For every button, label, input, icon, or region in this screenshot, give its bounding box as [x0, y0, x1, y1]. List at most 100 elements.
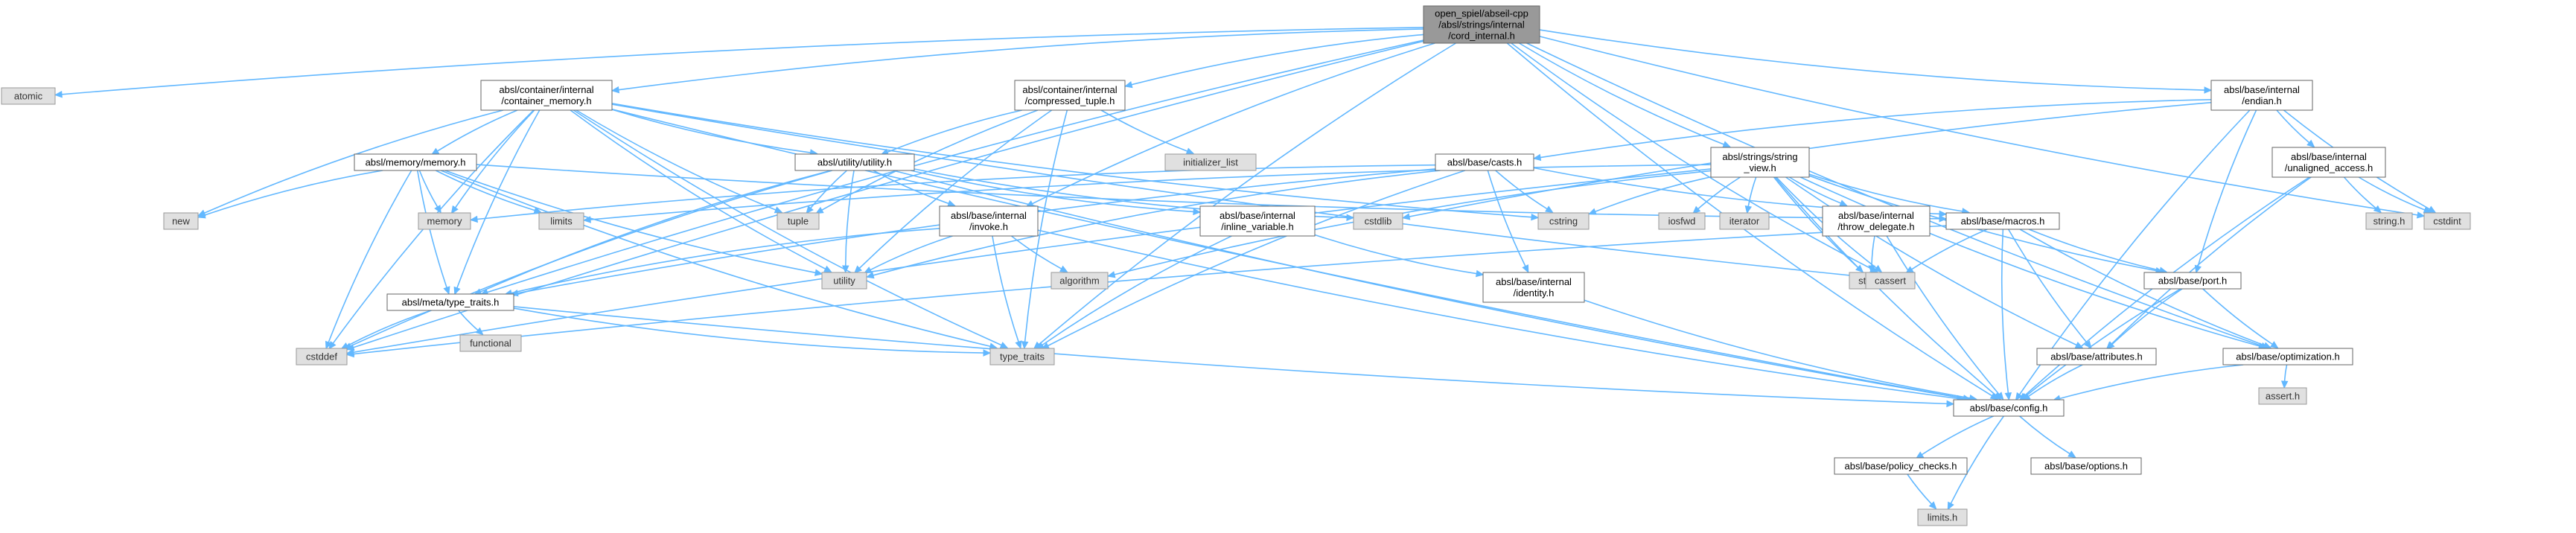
node-endian[interactable]: absl/base/internal/endian.h: [2210, 80, 2313, 111]
node-invoke[interactable]: absl/base/internal/invoke.h: [939, 205, 1039, 237]
edge-inline_variable-to-type_traits: [1036, 235, 1232, 350]
node-type-traits-h[interactable]: absl/meta/type_traits.h: [386, 293, 514, 311]
node-container-memory[interactable]: absl/container/internal/container_memory…: [480, 80, 613, 111]
node-label: type_traits: [1000, 351, 1045, 363]
node-label: string.h: [2373, 216, 2406, 227]
edge-port-to-config: [2020, 288, 2181, 401]
edge-macros-to-cstddef: [345, 225, 1947, 358]
node-label: absl/base/policy_checks.h: [1844, 461, 1957, 472]
node-label: absl/base/internal: [951, 210, 1027, 221]
node-label: cstddef: [306, 351, 337, 363]
edge-memory_h-to-type_traits_h: [416, 170, 450, 295]
edge-throw_delegate-to-config: [1886, 235, 2004, 400]
node-iosfwd: iosfwd: [1658, 212, 1706, 230]
edge-container_memory-to-memory_h: [430, 109, 518, 156]
edge-memory_h-to-type_traits: [441, 170, 998, 350]
node-label: absl/base/macros.h: [1961, 216, 2045, 227]
node-inline-variable[interactable]: absl/base/internal/inline_variable.h: [1199, 205, 1316, 237]
edge-root-to-invoke: [1025, 42, 1435, 208]
node-config[interactable]: absl/base/config.h: [1953, 399, 2065, 417]
node-limits: limits: [538, 212, 584, 230]
node-port[interactable]: absl/base/port.h: [2143, 272, 2242, 290]
node-macros[interactable]: absl/base/macros.h: [1945, 212, 2060, 230]
node-label: absl/base/internal: [1838, 210, 1914, 221]
edge-root-to-atomic: [54, 27, 1424, 98]
node-label: tuple: [788, 216, 809, 227]
edge-compressed_tuple-to-tuple: [815, 109, 1039, 214]
node-label: absl/base/attributes.h: [2050, 351, 2143, 363]
edge-string_view-to-iosfwd: [1692, 176, 1741, 214]
node-label: utility: [833, 275, 855, 287]
edge-policy_checks-to-limits_h: [1907, 473, 1937, 510]
edge-container_memory-to-memory: [450, 109, 535, 214]
node-throw-delegate[interactable]: absl/base/internal/throw_delegate.h: [1822, 205, 1931, 237]
edge-string_view-to-attributes: [1785, 176, 2084, 348]
node-unaligned-access[interactable]: absl/base/internal/unaligned_access.h: [2271, 147, 2386, 178]
edge-root-to-cassert: [1511, 42, 1878, 272]
node-optimization[interactable]: absl/base/optimization.h: [2222, 348, 2353, 366]
edge-throw_delegate-to-string: [1868, 235, 1875, 274]
node-tuple: tuple: [777, 212, 820, 230]
edge-macros-to-config: [2000, 229, 2012, 401]
edge-utility_h-to-invoke: [873, 170, 956, 207]
edge-port-to-attributes: [2106, 288, 2183, 350]
edge-unaligned_access-to-string_h: [2343, 176, 2382, 214]
node-label: /unaligned_access.h: [2285, 162, 2373, 173]
node-label: /cord_internal.h: [1448, 31, 1515, 42]
node-label: assert.h: [2266, 391, 2300, 402]
node-attributes[interactable]: absl/base/attributes.h: [2036, 348, 2157, 366]
node-options[interactable]: absl/base/options.h: [2030, 457, 2142, 475]
node-label: _view.h: [1743, 162, 1776, 173]
edge-memory_h-to-new: [197, 170, 383, 219]
edge-inline_variable-to-identity: [1314, 234, 1485, 278]
node-label: initializer_list: [1183, 157, 1238, 168]
node-label: /endian.h: [2242, 95, 2282, 106]
edge-endian-to-casts: [1532, 99, 2212, 162]
edge-root-to-compressed_tuple: [1123, 33, 1424, 89]
node-label: cassert: [1875, 275, 1906, 287]
edge-utility_h-to-utility: [841, 170, 855, 274]
node-utility-h[interactable]: absl/utility/utility.h: [794, 153, 915, 171]
node-label: absl/base/casts.h: [1447, 157, 1522, 168]
node-label: /throw_delegate.h: [1837, 221, 1914, 232]
edge-utility_h-to-type_traits_h: [473, 170, 832, 296]
node-label: iterator: [1729, 216, 1760, 227]
edge-string_view-to-iterator: [1744, 176, 1757, 214]
edge-utility_h-to-inline_variable: [911, 170, 1202, 216]
node-casts[interactable]: absl/base/casts.h: [1435, 153, 1534, 171]
node-label: new: [172, 216, 190, 227]
edge-type_traits_h-to-functional: [458, 310, 484, 336]
edge-invoke-to-algorithm: [1011, 235, 1068, 272]
edge-container_memory-to-utility: [570, 109, 832, 272]
node-label: /invoke.h: [969, 221, 1008, 232]
node-string-view[interactable]: absl/strings/string_view.h: [1710, 147, 1810, 178]
node-atomic: atomic: [1, 87, 56, 105]
node-memory-h[interactable]: absl/memory/memory.h: [354, 153, 477, 171]
edge-macros-to-port: [2028, 229, 2168, 274]
edge-utility_h-to-cstddef: [343, 170, 833, 350]
node-label: /inline_variable.h: [1221, 221, 1294, 232]
node-label: cstring: [1549, 216, 1578, 227]
edge-root-to-string_view: [1519, 42, 1732, 148]
node-label: absl/strings/string: [1722, 151, 1797, 162]
node-label: absl/base/internal: [1220, 210, 1295, 221]
edge-compressed_tuple-to-initializer_list: [1100, 109, 1195, 155]
node-policy-checks[interactable]: absl/base/policy_checks.h: [1834, 457, 1968, 475]
node-label: cstdint: [2433, 216, 2461, 227]
node-layer: open_spiel/abseil-cpp/absl/strings/inter…: [1, 5, 2471, 526]
edge-memory_h-to-limits: [435, 170, 543, 214]
node-cstring: cstring: [1537, 212, 1590, 230]
node-label: absl/utility/utility.h: [817, 157, 892, 168]
node-label: open_spiel/abseil-cpp: [1435, 8, 1528, 19]
node-root[interactable]: open_spiel/abseil-cpp/absl/strings/inter…: [1423, 5, 1540, 44]
node-cstddef: cstddef: [296, 348, 348, 366]
node-compressed-tuple[interactable]: absl/container/internal/compressed_tuple…: [1014, 80, 1126, 111]
edge-string_view-to-cstring: [1588, 176, 1712, 215]
node-type-traits: type_traits: [989, 348, 1055, 366]
node-iterator: iterator: [1719, 212, 1770, 230]
edge-endian-to-port: [2194, 109, 2257, 274]
node-identity[interactable]: absl/base/internal/identity.h: [1482, 272, 1585, 303]
edge-container_memory-to-type_traits: [573, 109, 1009, 348]
node-label: memory: [427, 216, 462, 227]
